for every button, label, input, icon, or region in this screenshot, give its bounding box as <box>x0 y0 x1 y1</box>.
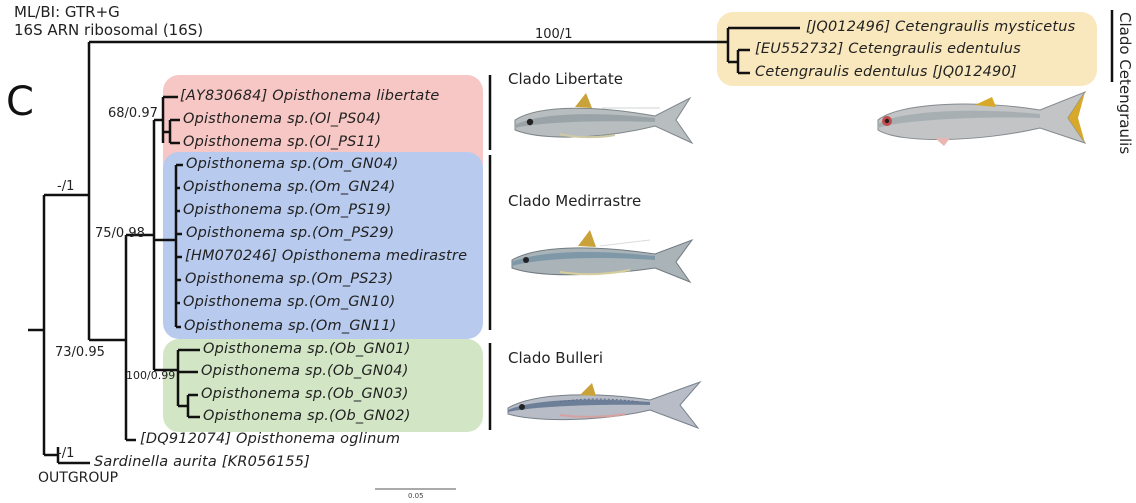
taxon-label-oglinum: [DQ912074] Opisthonema oglinum <box>140 431 400 447</box>
taxon-label-sardinella: Sardinella aurita [KR056155] <box>94 454 310 470</box>
marker-label: 16S ARN ribosomal (16S) <box>14 21 203 39</box>
taxon-label: Opisthonema sp.(Ol_PS11) <box>183 134 381 150</box>
support-cetengraulis: 100/1 <box>535 27 572 42</box>
taxon-label: Opisthonema sp.(Ob_GN04) <box>201 363 409 379</box>
taxon-label: Opisthonema sp.(Om_GN04) <box>186 156 398 172</box>
panel-letter: C <box>6 79 34 125</box>
clade-label-medirrastre: Clado Medirrastre <box>508 192 641 210</box>
scale-bar-label: 0.05 <box>408 492 424 500</box>
cetengraulis-fish-image <box>878 92 1085 146</box>
support-ingroup: 73/0.95 <box>55 345 105 360</box>
taxon-label: Opisthonema sp.(Om_GN24) <box>183 179 395 195</box>
taxon-label: [JQ012496] Cetengraulis mysticetus <box>806 19 1075 35</box>
taxon-label: Opisthonema sp.(Ob_GN01) <box>203 341 411 357</box>
libertate-fish-image <box>515 93 692 143</box>
model-label: ML/BI: GTR+G <box>14 3 120 21</box>
taxon-label: Cetengraulis edentulus [JQ012490] <box>755 64 1017 80</box>
clade-label-bulleri: Clado Bulleri <box>508 349 603 367</box>
bulleri-fish-image <box>508 382 700 428</box>
medirrastre-fish-image <box>512 230 692 282</box>
taxon-label: [HM070246] Opisthonema medirastre <box>185 248 467 264</box>
clade-label-cetengraulis: Clado Cetengraulis <box>1116 12 1134 154</box>
taxon-label: Opisthonema sp.(Ol_PS04) <box>183 111 381 127</box>
support-medirrastre: 75/0.98 <box>95 226 145 241</box>
taxon-label: Opisthonema sp.(Om_PS23) <box>185 271 393 287</box>
clade-label-libertate: Clado Libertate <box>508 70 623 88</box>
taxon-label: Opisthonema sp.(Om_PS19) <box>183 202 391 218</box>
support-root-upper: -/1 <box>57 179 74 194</box>
taxon-label: [EU552732] Cetengraulis edentulus <box>755 41 1021 57</box>
taxon-label: Opisthonema sp.(Om_GN11) <box>184 318 396 334</box>
taxon-label: Opisthonema sp.(Ob_GN03) <box>201 386 409 402</box>
taxon-label: Opisthonema sp.(Ob_GN02) <box>203 408 411 424</box>
taxon-label: [AY830684] Opisthonema libertate <box>180 88 439 104</box>
support-outgroup: -/1 <box>57 446 74 461</box>
outgroup-label: OUTGROUP <box>38 470 118 486</box>
taxon-label: Opisthonema sp.(Om_PS29) <box>186 225 394 241</box>
taxon-label: Opisthonema sp.(Om_GN10) <box>183 294 395 310</box>
support-libertate: 68/0.97 <box>108 106 158 121</box>
support-bulleri: 100/0.99 <box>126 369 175 382</box>
